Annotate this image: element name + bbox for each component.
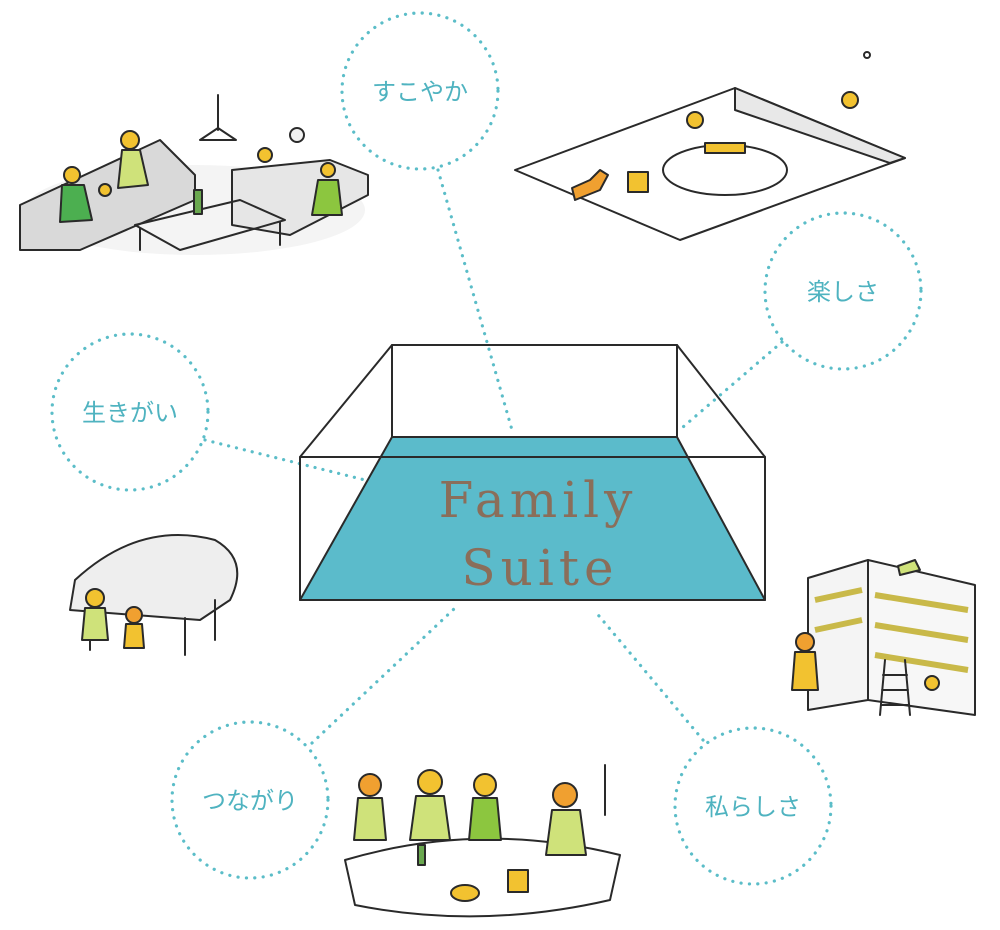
person-diner-2-body bbox=[409, 795, 451, 841]
connector-bottom-left bbox=[310, 606, 457, 745]
playroom-floor bbox=[514, 87, 906, 241]
toy-train-icon bbox=[704, 142, 746, 154]
living-room-illustration bbox=[19, 94, 369, 255]
book-row-4 bbox=[874, 622, 969, 643]
person-father-head bbox=[63, 166, 81, 184]
bubble-left-label: 生きがい bbox=[82, 399, 178, 427]
box-side-top-right bbox=[676, 344, 766, 458]
person-grandma-body bbox=[311, 179, 343, 216]
bubble-bottom-left-label: つながり bbox=[202, 787, 298, 815]
connector-lines bbox=[203, 168, 784, 745]
person-father-body bbox=[59, 184, 93, 223]
bubble-bottom-right-label: 私らしさ bbox=[705, 793, 801, 821]
bubble-bottom-left-circle bbox=[170, 720, 330, 880]
box-floor-right-edge bbox=[676, 436, 766, 601]
book-row-3 bbox=[874, 592, 969, 613]
person-pianist-head bbox=[85, 588, 105, 608]
bubble-top: すこやか bbox=[340, 11, 500, 171]
connector-left bbox=[203, 438, 367, 482]
person-reader-body bbox=[791, 651, 819, 691]
connector-bottom-right bbox=[592, 608, 705, 742]
box-back-edges bbox=[391, 344, 678, 438]
bubble-right: 楽しさ bbox=[763, 211, 923, 371]
bubble-top-circle bbox=[340, 11, 500, 171]
coffee-table-icon bbox=[134, 199, 286, 251]
kid-catching-head bbox=[841, 91, 859, 109]
kid-playing-head bbox=[686, 111, 704, 129]
person-reader-head bbox=[795, 632, 815, 652]
food-box-icon bbox=[507, 869, 529, 893]
bubble-left: 生きがい bbox=[50, 332, 210, 492]
ball-icon bbox=[863, 51, 871, 59]
family-suite-box: Family Suite bbox=[299, 344, 766, 601]
dining-bottle-icon bbox=[417, 844, 426, 866]
person-diner-1-body bbox=[353, 797, 387, 841]
piano-illustration bbox=[69, 534, 239, 656]
library-illustration bbox=[791, 559, 976, 716]
person-child-pianist-body bbox=[123, 623, 145, 649]
book-rows bbox=[814, 587, 969, 673]
person-diner-1-head bbox=[358, 773, 382, 797]
bottle-icon bbox=[193, 189, 203, 215]
bubble-bottom-left: つながり bbox=[170, 720, 330, 880]
person-child-reader-head bbox=[924, 675, 940, 691]
box-floor bbox=[300, 437, 765, 600]
bubble-bottom-right: 私らしさ bbox=[673, 726, 833, 886]
book-row-5 bbox=[874, 652, 969, 673]
dining-table bbox=[344, 837, 621, 918]
person-diner-3-head bbox=[473, 773, 497, 797]
person-mother-head bbox=[120, 130, 140, 150]
bubble-left-circle bbox=[50, 332, 210, 492]
grand-piano-icon bbox=[69, 534, 239, 621]
person-diner-4-body bbox=[545, 809, 587, 856]
connector-right bbox=[681, 340, 784, 429]
person-diner-3-body bbox=[468, 797, 502, 841]
person-diner-2-head bbox=[417, 769, 443, 795]
person-diner-4-head bbox=[552, 782, 578, 808]
connector-top bbox=[436, 168, 514, 432]
title-line-1: Family bbox=[439, 471, 638, 529]
bubble-right-label: 楽しさ bbox=[807, 278, 879, 306]
play-room-illustration bbox=[514, 51, 906, 241]
food-bowl-icon bbox=[450, 884, 480, 902]
person-grandma-head bbox=[320, 162, 336, 178]
bubble-top-label: すこやか bbox=[372, 78, 468, 106]
bubble-right-circle bbox=[763, 211, 923, 371]
dining-illustration bbox=[344, 764, 621, 918]
person-grandpa-head bbox=[289, 127, 305, 143]
book-row-1 bbox=[814, 587, 863, 603]
dog-icon bbox=[571, 169, 609, 201]
sofa-right-icon bbox=[231, 159, 369, 236]
title-line-2: Suite bbox=[461, 539, 618, 597]
lamp-icon bbox=[199, 94, 237, 141]
person-mother-body bbox=[117, 149, 149, 189]
person-kid-head bbox=[257, 147, 273, 163]
person-child-pianist-head bbox=[125, 606, 143, 624]
toy-blocks-icon bbox=[627, 171, 649, 193]
cat-icon bbox=[897, 559, 921, 576]
person-pianist-body bbox=[81, 607, 109, 641]
box-side-top-left bbox=[299, 344, 393, 458]
ladder-icon bbox=[879, 659, 911, 716]
box-floor-left-edge bbox=[299, 436, 393, 601]
playroom-wall bbox=[734, 87, 906, 164]
bubble-bottom-right-circle bbox=[673, 726, 833, 886]
person-child-head bbox=[98, 183, 112, 197]
book-row-2 bbox=[814, 617, 863, 633]
